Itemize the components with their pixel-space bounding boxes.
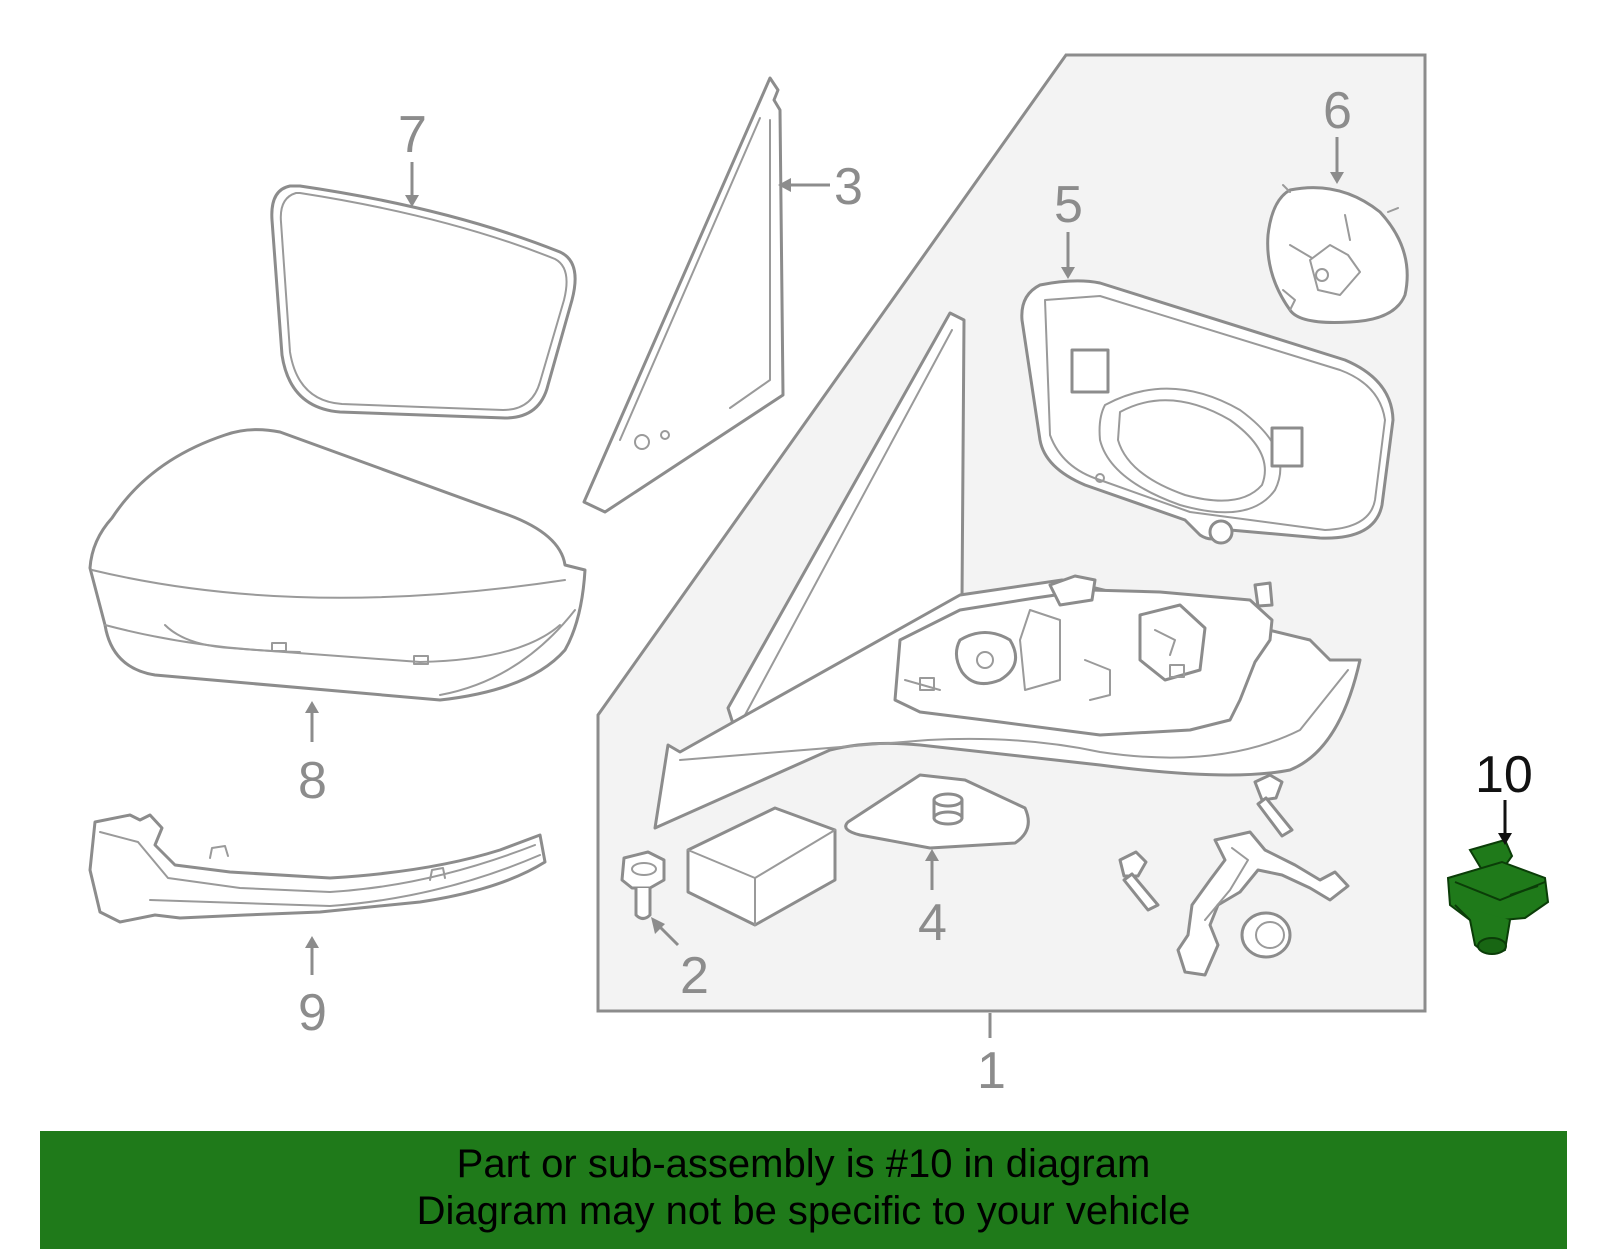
part-2-grommet[interactable] [620, 850, 666, 920]
callout-10: 10 [1475, 746, 1533, 804]
callout-1: 1 [977, 1042, 1006, 1100]
part-5-backing-plate[interactable] [1020, 279, 1395, 545]
callout-6: 6 [1323, 82, 1352, 140]
part-1-mirror-assembly[interactable] [653, 311, 1362, 830]
screw-lower [1118, 850, 1160, 912]
part-6-motor[interactable] [1266, 184, 1409, 324]
callout-9: 9 [298, 984, 327, 1042]
part-4-base-gasket[interactable] [844, 773, 1030, 850]
part-8-mirror-cover[interactable] [88, 428, 587, 702]
callout-arrows [305, 137, 1512, 1038]
info-banner: Part or sub-assembly is #10 in diagram D… [40, 1131, 1567, 1249]
part-3-gasket[interactable] [582, 76, 785, 514]
callout-2: 2 [680, 947, 709, 1005]
grommet-round [1240, 911, 1292, 959]
part-10-highlighted[interactable] [1446, 838, 1550, 955]
callout-8: 8 [298, 752, 327, 810]
callout-7: 7 [398, 106, 427, 164]
callout-3: 3 [834, 158, 863, 216]
parts-diagram: 7 3 5 6 8 9 2 4 1 10 [88, 53, 1550, 1100]
screw-upper [1253, 773, 1294, 838]
callout-5: 5 [1054, 176, 1083, 234]
part-9-turn-signal[interactable] [88, 813, 547, 924]
banner-line-2: Diagram may not be specific to your vehi… [416, 1189, 1191, 1233]
part-7-mirror-glass[interactable] [270, 184, 577, 420]
assembly-box-component [686, 806, 837, 927]
wiring-bracket [1176, 830, 1350, 977]
banner-line-1: Part or sub-assembly is #10 in diagram [456, 1142, 1151, 1186]
callout-4: 4 [918, 894, 947, 952]
